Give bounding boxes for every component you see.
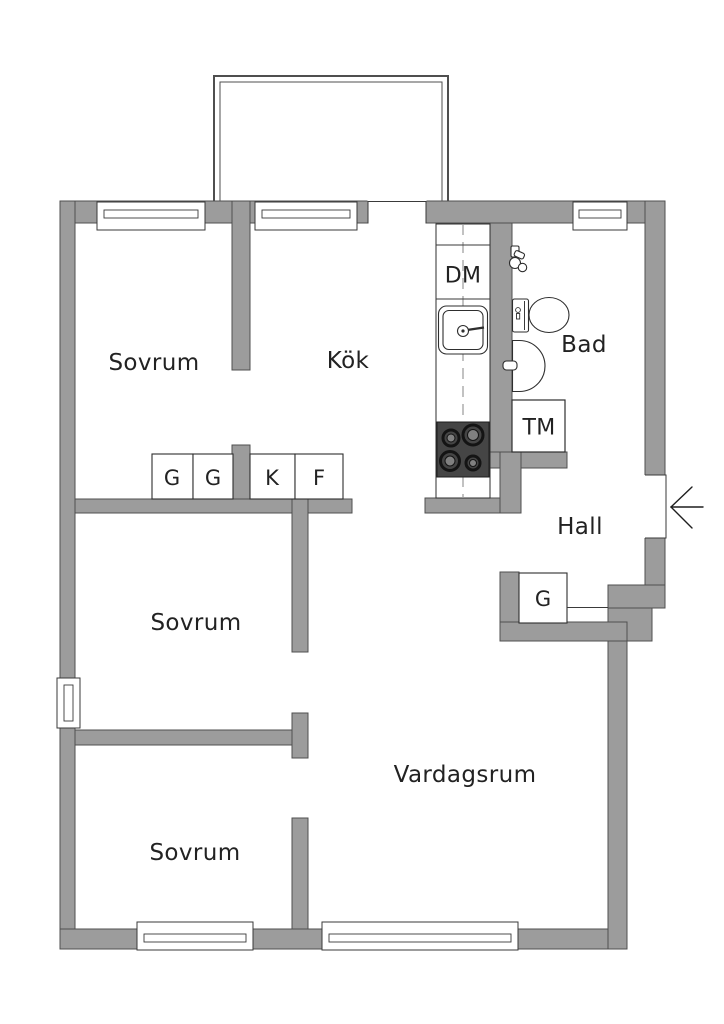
shower-mixer-icon: [508, 245, 528, 273]
wall-cabinet-row: [74, 498, 353, 514]
kitchen-counter: [435, 223, 491, 499]
freezer-label: F: [313, 466, 325, 490]
wall-kitchen-bath: [489, 222, 513, 469]
washing-machine-label: TM: [521, 416, 555, 441]
window-icon: [321, 921, 519, 951]
wall-sovrum3-right: [291, 817, 309, 930]
hall-wardrobe-label: G: [535, 587, 551, 611]
hall-wardrobe-box: [518, 572, 568, 624]
room-labels: Sovrum Kök Bad Hall Sovrum Vardagsrum So…: [108, 332, 606, 866]
window-icon: [136, 921, 254, 951]
wardrobe-1-box: [151, 453, 194, 500]
washing-machine: TM: [511, 399, 566, 453]
window-icon: [56, 677, 81, 729]
openings: [367, 200, 667, 539]
room-label-vardagsrum: Vardagsrum: [394, 762, 537, 788]
bathroom-fixtures: TM: [502, 245, 570, 453]
walls: [59, 200, 666, 950]
wall-gcloset-left: [499, 571, 520, 623]
wall-sovrum2-right: [291, 498, 309, 653]
wall-hall-kitchen-connector: [499, 451, 522, 514]
toilet-icon: [511, 296, 570, 334]
wall-left: [59, 200, 76, 950]
cabinet-row: G G K F: [151, 453, 344, 500]
wall-sovrum1-kok: [231, 200, 251, 371]
wall-hall-bottom: [499, 621, 628, 642]
wardrobe-1-label: G: [164, 466, 180, 490]
dishwasher-label: DM: [445, 264, 482, 289]
entrance-arrow-icon: [670, 486, 704, 529]
room-label-sovrum-2: Sovrum: [150, 610, 241, 636]
stove-icon: [436, 421, 490, 478]
window-icon: [254, 201, 358, 231]
windows: [56, 201, 628, 951]
entrance-opening: [644, 475, 666, 538]
kitchen-sink-icon: [437, 305, 489, 355]
washbasin-icon: [502, 339, 546, 393]
balcony-door-opening: [367, 200, 427, 225]
window-icon: [572, 201, 628, 231]
freezer-box: [294, 453, 344, 500]
wall-sovrum2-sovrum3: [74, 729, 293, 746]
balcony-outline: [213, 75, 449, 204]
room-label-bad: Bad: [561, 332, 607, 358]
fridge-label: K: [265, 466, 280, 490]
wall-right-upper: [644, 200, 666, 476]
wall-cabinet-stub: [231, 444, 251, 500]
window-icon: [96, 201, 206, 231]
room-label-sovrum-1: Sovrum: [108, 350, 199, 376]
wall-hall-block-a: [607, 584, 666, 609]
hall-wardrobe: G: [518, 572, 608, 624]
wall-sovrum2-door-stub: [291, 712, 309, 759]
wardrobe-2-box: [192, 453, 234, 500]
room-label-kok: Kök: [327, 348, 370, 374]
wall-right-lower: [607, 640, 628, 950]
fridge-box: [249, 453, 296, 500]
wardrobe-2-label: G: [205, 466, 221, 490]
room-label-hall: Hall: [557, 514, 603, 540]
room-label-sovrum-3: Sovrum: [149, 840, 240, 866]
